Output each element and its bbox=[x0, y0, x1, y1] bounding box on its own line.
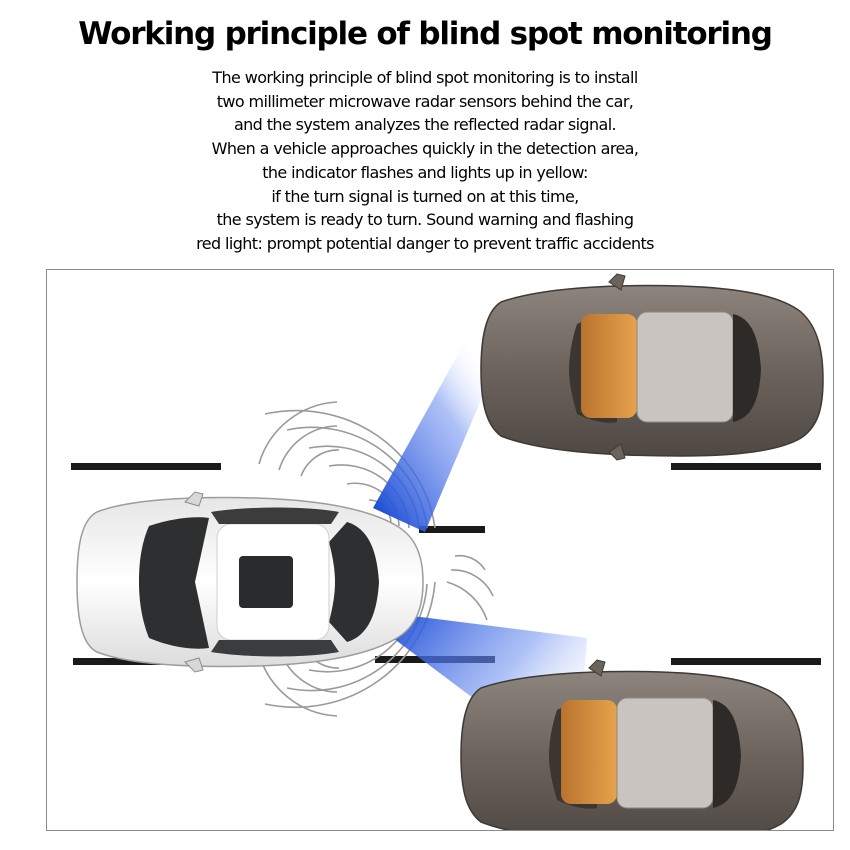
lane-line bbox=[671, 658, 821, 665]
road-illustration bbox=[71, 273, 824, 830]
approaching-car-top bbox=[480, 273, 824, 461]
radar-beam-top bbox=[373, 338, 503, 532]
description-line: When a vehicle approaches quickly in the… bbox=[211, 139, 639, 159]
description-line: if the turn signal is turned on at this … bbox=[271, 186, 579, 206]
description-line: the indicator flashes and lights up in y… bbox=[262, 162, 588, 182]
approaching-car-bottom bbox=[460, 659, 804, 830]
description: The working principle of blind spot moni… bbox=[0, 66, 850, 256]
description-line: the system is ready to turn. Sound warni… bbox=[216, 210, 634, 230]
lane-line bbox=[419, 526, 485, 533]
ego-car bbox=[76, 491, 424, 673]
description-line: The working principle of blind spot moni… bbox=[212, 68, 638, 87]
lane-line bbox=[71, 463, 221, 470]
lane-line bbox=[671, 463, 821, 470]
diagram-title: Working principle of blind spot monitori… bbox=[78, 16, 773, 52]
illustration-frame bbox=[46, 269, 834, 831]
description-line: red light: prompt potential danger to pr… bbox=[196, 233, 654, 253]
description-line: and the system analyzes the reflected ra… bbox=[233, 115, 617, 135]
description-line: two millimeter microwave radar sensors b… bbox=[216, 91, 634, 111]
